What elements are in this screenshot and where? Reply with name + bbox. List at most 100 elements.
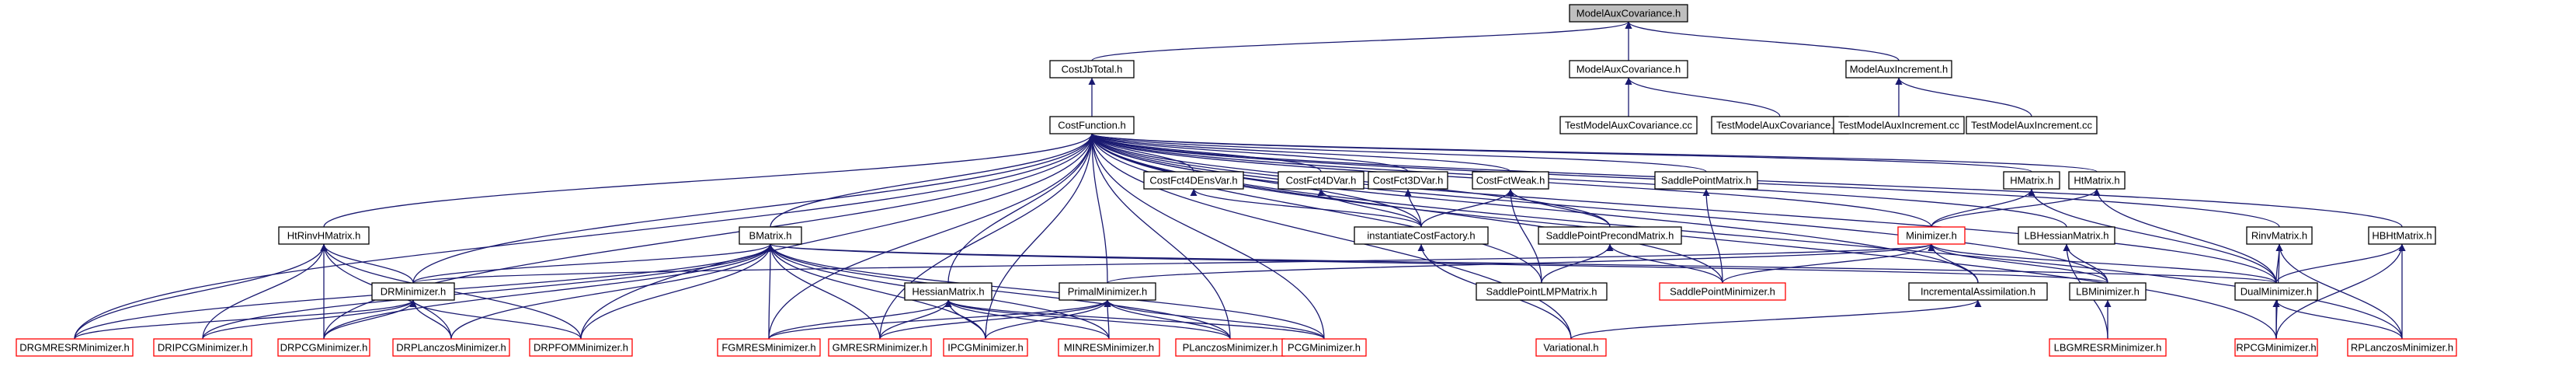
node-box-rpcg[interactable]: [2234, 338, 2318, 357]
node-label-lbgmresr: LBGMRESRMinimizer.h: [2054, 342, 2162, 354]
node-box-fgmres[interactable]: [717, 338, 821, 357]
edge-testmac2-to-modelauxcov2: [1625, 77, 1781, 117]
node-label-rinvmatrix: RinvMatrix.h: [2251, 230, 2307, 242]
node-box-saddlepointmin[interactable]: [1659, 282, 1786, 301]
node-box-modelauxcov2[interactable]: [1569, 60, 1688, 79]
node-rinvmatrix[interactable]: RinvMatrix.h: [2246, 226, 2313, 245]
node-hbhtmatrix[interactable]: HBHtMatrix.h: [2368, 226, 2436, 245]
node-box-saddlepointprecond[interactable]: [1538, 226, 1682, 245]
node-htrinvhmatrix[interactable]: HtRinvHMatrix.h: [278, 226, 370, 245]
edge-drminimizer-to-bmatrix: [412, 243, 774, 284]
node-incrementalassim[interactable]: IncrementalAssimilation.h: [1908, 282, 2048, 301]
node-hmatrix[interactable]: HMatrix.h: [2003, 171, 2060, 190]
node-box-dripcg[interactable]: [153, 338, 252, 357]
node-box-testmac1[interactable]: [1559, 116, 1698, 134]
node-box-drgmresr[interactable]: [16, 338, 134, 357]
node-testmac2[interactable]: TestModelAuxCovariance.cc: [1711, 116, 1849, 134]
node-box-instantiatecf[interactable]: [1354, 226, 1489, 245]
node-costjbtotal[interactable]: CostJbTotal.h: [1049, 60, 1135, 79]
node-box-htmatrix[interactable]: [2068, 171, 2126, 190]
node-box-lbgmresr[interactable]: [2049, 338, 2167, 357]
node-box-lbhessian[interactable]: [2018, 226, 2115, 245]
node-box-minimizer[interactable]: [1897, 226, 1966, 245]
node-box-costfct4dens[interactable]: [1143, 171, 1244, 190]
node-variational[interactable]: Variational.h: [1535, 338, 1607, 357]
node-dualminimizer[interactable]: DualMinimizer.h: [2234, 282, 2318, 301]
node-lbgmresr[interactable]: LBGMRESRMinimizer.h: [2049, 338, 2167, 357]
edge-saddlepointmatrix-to-costfunction: [1088, 133, 1707, 173]
node-label-costfct4dvar: CostFct4DVar.h: [1286, 175, 1357, 187]
node-drgmresr[interactable]: DRGMRESRMinimizer.h: [16, 338, 134, 357]
node-box-ipcg[interactable]: [943, 338, 1028, 357]
node-costfct4dvar[interactable]: CostFct4DVar.h: [1278, 171, 1364, 190]
node-box-gmresr[interactable]: [828, 338, 932, 357]
node-box-modelauxinc[interactable]: [1845, 60, 1952, 79]
node-modelauxinc[interactable]: ModelAuxIncrement.h: [1845, 60, 1952, 79]
node-box-saddlepointmatrix[interactable]: [1654, 171, 1758, 190]
node-saddlepointlmp[interactable]: SaddlePointLMPMatrix.h: [1476, 282, 1608, 301]
node-box-dualminimizer[interactable]: [2234, 282, 2318, 301]
node-rpcg[interactable]: RPCGMinimizer.h: [2234, 338, 2318, 357]
node-box-costjbtotal[interactable]: [1049, 60, 1135, 79]
node-fgmres[interactable]: FGMRESMinimizer.h: [717, 338, 821, 357]
edge-dripcg-to-bmatrix: [202, 243, 774, 340]
node-box-primalminimizer[interactable]: [1059, 282, 1156, 301]
node-box-htrinvhmatrix[interactable]: [278, 226, 370, 245]
node-hessianmatrix[interactable]: HessianMatrix.h: [904, 282, 993, 301]
node-saddlepointprecond[interactable]: SaddlePointPrecondMatrix.h: [1538, 226, 1682, 245]
node-minimizer[interactable]: Minimizer.h: [1897, 226, 1966, 245]
node-htmatrix[interactable]: HtMatrix.h: [2068, 171, 2126, 190]
node-box-costfctweak[interactable]: [1472, 171, 1549, 190]
node-box-rinvmatrix[interactable]: [2246, 226, 2313, 245]
node-planczos[interactable]: PLanczosMinimizer.h: [1175, 338, 1285, 357]
node-box-costfct4dvar[interactable]: [1278, 171, 1364, 190]
node-testmac1[interactable]: TestModelAuxCovariance.cc: [1559, 116, 1698, 134]
node-box-hessianmatrix[interactable]: [904, 282, 993, 301]
node-root[interactable]: ModelAuxCovariance.h: [1569, 4, 1688, 23]
node-box-root[interactable]: [1569, 4, 1688, 23]
node-instantiatecf[interactable]: instantiateCostFactory.h: [1354, 226, 1489, 245]
node-box-drplanczos[interactable]: [392, 338, 510, 357]
node-pcg[interactable]: PCGMinimizer.h: [1281, 338, 1367, 357]
node-drpfom[interactable]: DRPFOMMinimizer.h: [529, 338, 633, 357]
node-rplanczos[interactable]: RPLanczosMinimizer.h: [2347, 338, 2457, 357]
node-lbminimizer[interactable]: LBMinimizer.h: [2069, 282, 2147, 301]
node-primalminimizer[interactable]: PrimalMinimizer.h: [1059, 282, 1156, 301]
node-box-hmatrix[interactable]: [2003, 171, 2060, 190]
node-box-variational[interactable]: [1535, 338, 1607, 357]
node-drplanczos[interactable]: DRPLanczosMinimizer.h: [392, 338, 510, 357]
node-box-costfunction[interactable]: [1049, 116, 1135, 134]
node-box-costfct3dvar[interactable]: [1368, 171, 1448, 190]
node-box-drminimizer[interactable]: [371, 282, 455, 301]
node-box-testmai1[interactable]: [1833, 116, 1965, 134]
node-lbhessian[interactable]: LBHessianMatrix.h: [2018, 226, 2115, 245]
node-drminimizer[interactable]: DRMinimizer.h: [371, 282, 455, 301]
node-box-saddlepointlmp[interactable]: [1476, 282, 1608, 301]
node-box-hbhtmatrix[interactable]: [2368, 226, 2436, 245]
node-box-minres[interactable]: [1058, 338, 1160, 357]
node-label-primalminimizer: PrimalMinimizer.h: [1068, 286, 1148, 298]
node-box-drpcg[interactable]: [277, 338, 370, 357]
node-ipcg[interactable]: IPCGMinimizer.h: [943, 338, 1028, 357]
node-drpcg[interactable]: DRPCGMinimizer.h: [277, 338, 370, 357]
node-minres[interactable]: MINRESMinimizer.h: [1058, 338, 1160, 357]
node-box-drpfom[interactable]: [529, 338, 633, 357]
node-modelauxcov2[interactable]: ModelAuxCovariance.h: [1569, 60, 1688, 79]
node-saddlepointmatrix[interactable]: SaddlePointMatrix.h: [1654, 171, 1758, 190]
node-saddlepointmin[interactable]: SaddlePointMinimizer.h: [1659, 282, 1786, 301]
node-box-incrementalassim[interactable]: [1908, 282, 2048, 301]
node-box-rplanczos[interactable]: [2347, 338, 2457, 357]
node-testmai1[interactable]: TestModelAuxIncrement.cc: [1833, 116, 1965, 134]
node-costfct3dvar[interactable]: CostFct3DVar.h: [1368, 171, 1448, 190]
node-costfct4dens[interactable]: CostFct4DEnsVar.h: [1143, 171, 1244, 190]
node-bmatrix[interactable]: BMatrix.h: [739, 226, 802, 245]
node-costfctweak[interactable]: CostFctWeak.h: [1472, 171, 1549, 190]
node-gmresr[interactable]: GMRESRMinimizer.h: [828, 338, 932, 357]
node-box-lbminimizer[interactable]: [2069, 282, 2147, 301]
node-box-testmai2[interactable]: [1966, 116, 2098, 134]
node-costfunction[interactable]: CostFunction.h: [1049, 116, 1135, 134]
node-box-pcg[interactable]: [1281, 338, 1367, 357]
node-dripcg[interactable]: DRIPCGMinimizer.h: [153, 338, 252, 357]
node-testmai2[interactable]: TestModelAuxIncrement.cc: [1966, 116, 2098, 134]
node-box-bmatrix[interactable]: [739, 226, 802, 245]
